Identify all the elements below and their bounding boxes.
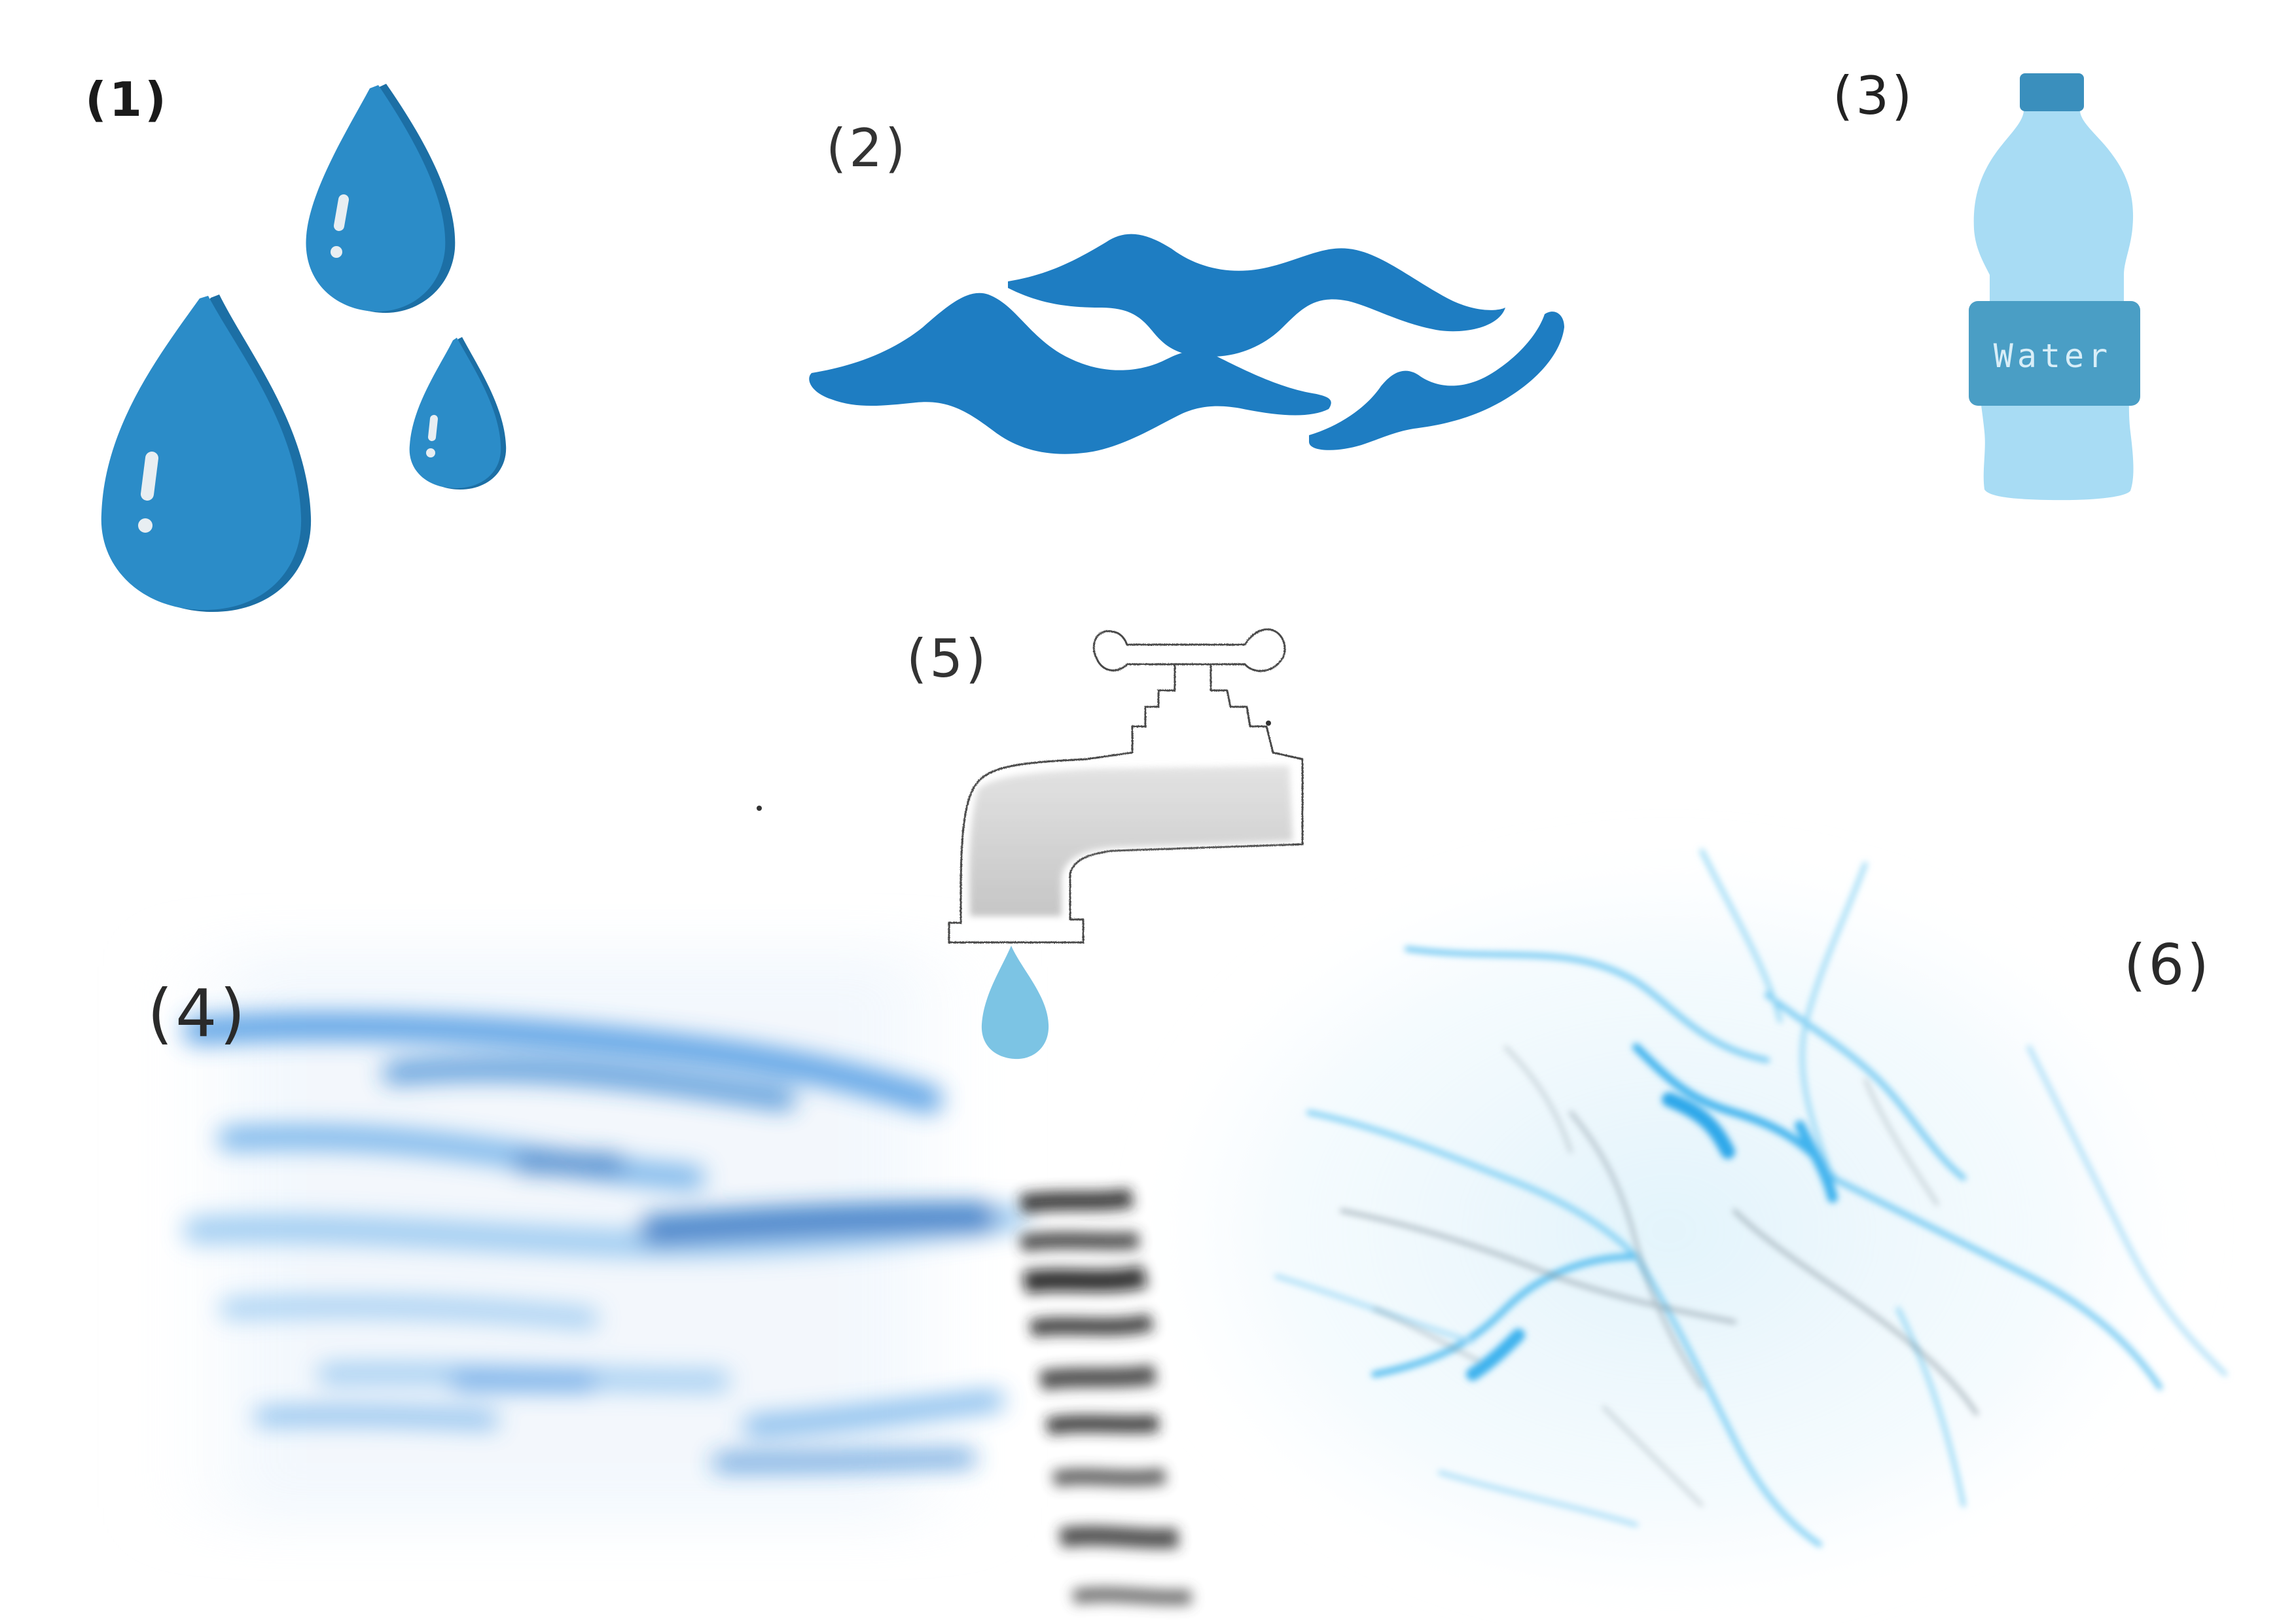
item-label-6: (6)	[2124, 933, 2212, 998]
item-label-1: (1)	[85, 72, 169, 127]
blue-water-veins-illustration	[1158, 849, 2227, 1597]
water-waves-illustration	[809, 234, 1564, 454]
water-drop-icon	[409, 337, 507, 490]
water-bottle-illustration	[1969, 73, 2140, 501]
item-label-3: (3)	[1833, 65, 1915, 126]
item-label-2: (2)	[826, 118, 908, 179]
item-label-4: (4)	[147, 975, 248, 1052]
faucet-handle	[1092, 628, 1286, 672]
bottle-cap	[2020, 73, 2084, 111]
faucet-water-drop	[981, 946, 1049, 1060]
blue-water-streaks-illustration	[131, 949, 1028, 1525]
water-drop-icon	[101, 294, 312, 612]
dark-blurred-column	[1019, 1188, 1192, 1605]
water-drops-illustration	[101, 84, 507, 612]
item-label-5: (5)	[906, 628, 989, 689]
wave-shape	[1008, 234, 1505, 357]
bottle-label	[1969, 301, 2140, 406]
water-drop-icon	[306, 84, 456, 313]
faucet-illustration	[757, 628, 1304, 1060]
wave-shape	[1309, 312, 1564, 450]
bottle-label-text: Water	[1993, 337, 2112, 375]
faucet-body	[948, 664, 1304, 944]
wave-shape	[809, 293, 1331, 454]
